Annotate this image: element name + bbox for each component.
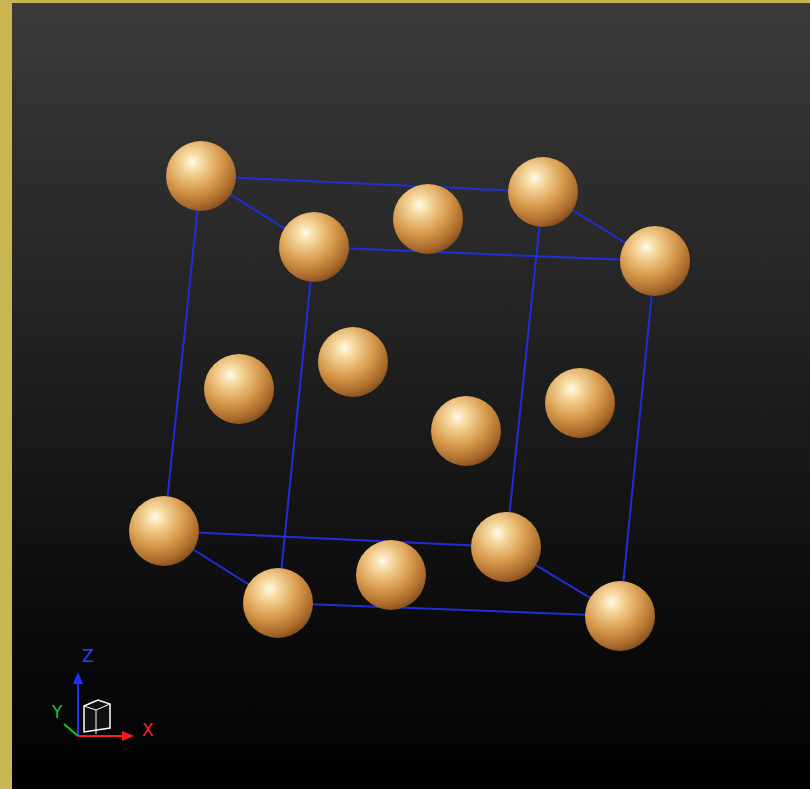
axis-label: X (142, 722, 154, 739)
atoms (129, 141, 690, 651)
frame-border (0, 0, 12, 789)
axis-label: Y (52, 704, 62, 721)
axis-label: Z (82, 648, 94, 665)
cell-edges (164, 176, 655, 616)
frame-border (0, 0, 810, 3)
axis-triad (64, 672, 134, 741)
